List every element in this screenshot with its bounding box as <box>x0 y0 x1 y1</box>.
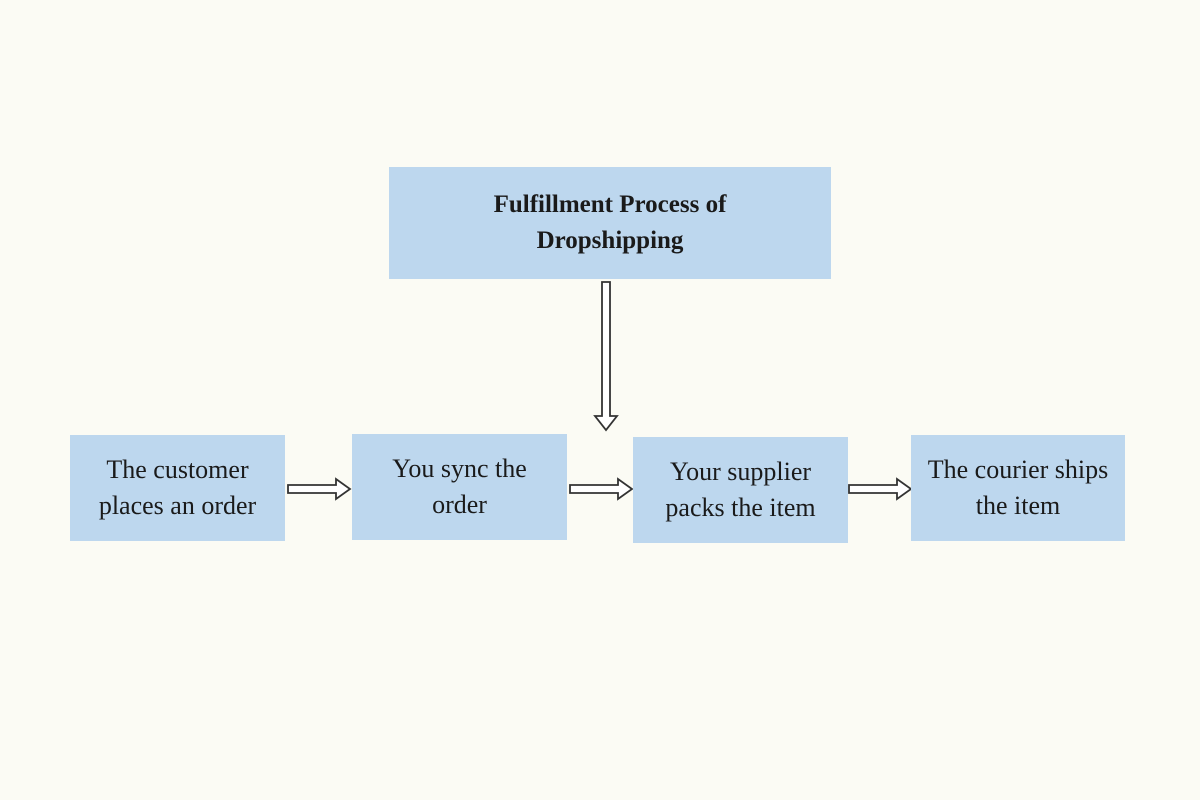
arrow-right-3-to-4 <box>848 477 913 501</box>
step-box-courier-ships: The courier ships the item <box>911 435 1125 541</box>
diagram-title: Fulfillment Process of Dropshipping <box>493 191 727 254</box>
step-label-customer-order: The customer places an order <box>98 455 257 520</box>
arrow-right-2-to-3 <box>569 477 634 501</box>
title-box: Fulfillment Process of Dropshipping <box>389 167 831 279</box>
step-box-sync-order: You sync the order <box>352 434 567 540</box>
step-label-courier-ships: The courier ships the item <box>927 455 1109 520</box>
step-label-sync-order: You sync the order <box>392 454 527 519</box>
step-box-customer-order: The customer places an order <box>70 435 285 541</box>
step-box-supplier-packs: Your supplier packs the item <box>633 437 848 543</box>
step-label-supplier-packs: Your supplier packs the item <box>665 457 816 522</box>
arrow-down-title-to-supplier <box>593 281 619 432</box>
arrow-right-1-to-2 <box>287 477 352 501</box>
